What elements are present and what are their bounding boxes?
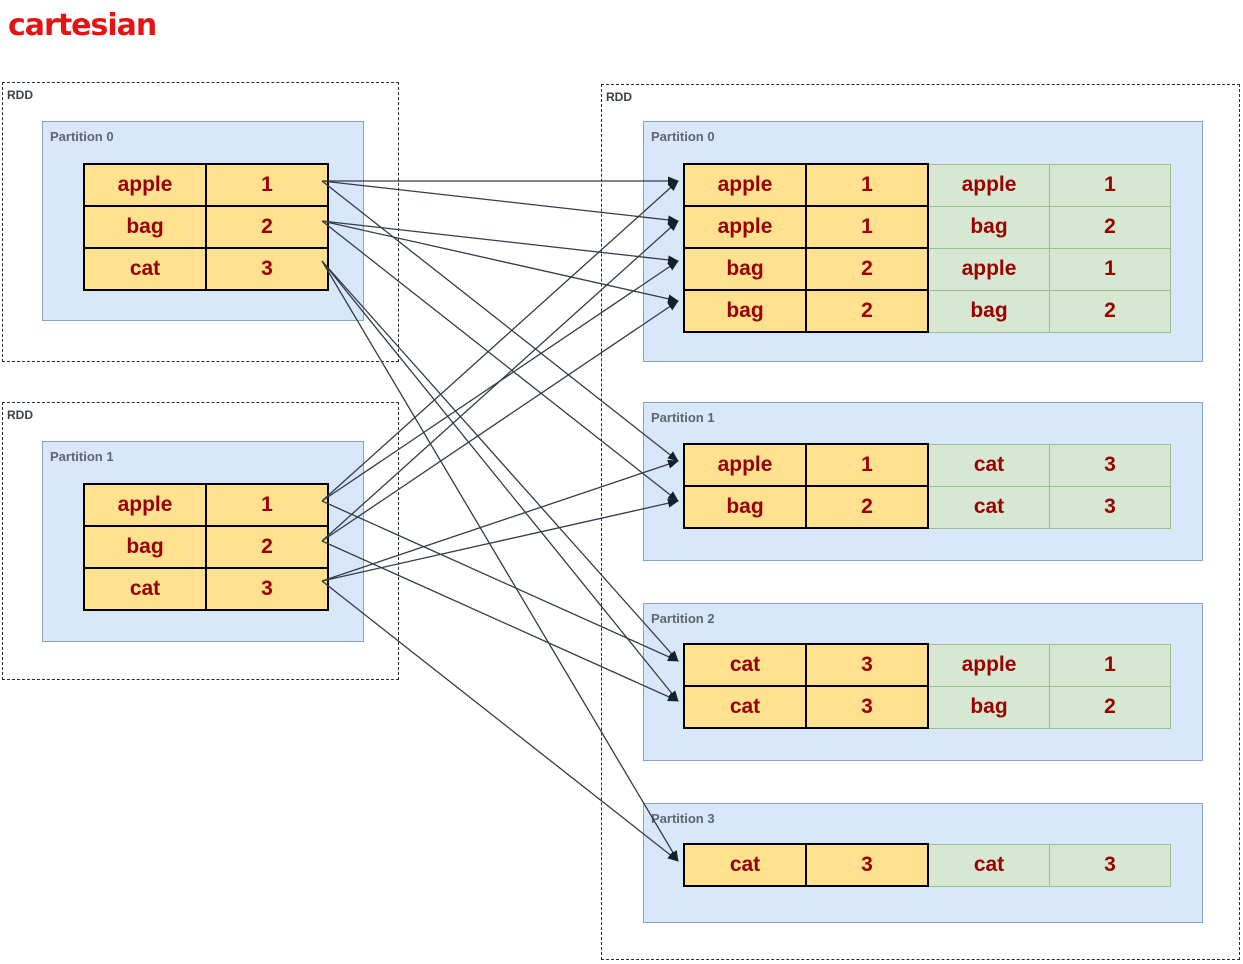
partition-label: Partition 1 <box>651 410 715 425</box>
table-cell: bag <box>83 205 207 249</box>
table-cell: bag <box>927 685 1050 729</box>
table-cell: cat <box>927 843 1050 887</box>
table-cell: apple <box>927 247 1050 291</box>
table-cell: 1 <box>205 163 329 207</box>
table-cell: cat <box>683 685 807 729</box>
partition-label: Partition 0 <box>651 129 715 144</box>
table-cell: apple <box>927 643 1050 687</box>
table-cell: apple <box>683 205 807 249</box>
partition-label: Partition 3 <box>651 811 715 826</box>
table-cell: 1 <box>805 443 929 487</box>
table-cell: 2 <box>805 289 929 333</box>
partition-label: Partition 1 <box>50 449 114 464</box>
diagram-title: cartesian <box>8 8 157 43</box>
rdd-label: RDD <box>606 90 632 104</box>
table-cell: apple <box>683 443 807 487</box>
table-cell: apple <box>83 163 207 207</box>
table-cell: 1 <box>1049 163 1171 207</box>
table-cell: 1 <box>1049 643 1171 687</box>
table-cell: bag <box>83 525 207 569</box>
table-cell: cat <box>927 485 1050 529</box>
table-cell: cat <box>683 643 807 687</box>
table-cell: 2 <box>805 485 929 529</box>
rdd-label: RDD <box>7 408 33 422</box>
table-cell: bag <box>927 289 1050 333</box>
table-cell: bag <box>683 485 807 529</box>
table-cell: 2 <box>1049 205 1171 249</box>
partition-label: Partition 2 <box>651 611 715 626</box>
table-cell: 1 <box>805 205 929 249</box>
table-cell: bag <box>683 289 807 333</box>
table-cell: 3 <box>1049 843 1171 887</box>
partition-label: Partition 0 <box>50 129 114 144</box>
table-cell: apple <box>83 483 207 527</box>
table-cell: 3 <box>805 843 929 887</box>
table-cell: 2 <box>1049 685 1171 729</box>
table-cell: cat <box>83 247 207 291</box>
table-cell: 3 <box>805 685 929 729</box>
table-cell: 1 <box>1049 247 1171 291</box>
table-cell: 3 <box>205 567 329 611</box>
table-cell: 3 <box>205 247 329 291</box>
table-cell: apple <box>927 163 1050 207</box>
table-cell: cat <box>683 843 807 887</box>
table-cell: 1 <box>205 483 329 527</box>
table-cell: 2 <box>205 205 329 249</box>
table-cell: 1 <box>805 163 929 207</box>
table-cell: cat <box>83 567 207 611</box>
table-cell: apple <box>683 163 807 207</box>
rdd-label: RDD <box>7 88 33 102</box>
table-cell: 3 <box>1049 443 1171 487</box>
table-cell: 3 <box>805 643 929 687</box>
table-cell: bag <box>683 247 807 291</box>
table-cell: 2 <box>205 525 329 569</box>
table-cell: 2 <box>805 247 929 291</box>
table-cell: 3 <box>1049 485 1171 529</box>
table-cell: 2 <box>1049 289 1171 333</box>
table-cell: cat <box>927 443 1050 487</box>
table-cell: bag <box>927 205 1050 249</box>
